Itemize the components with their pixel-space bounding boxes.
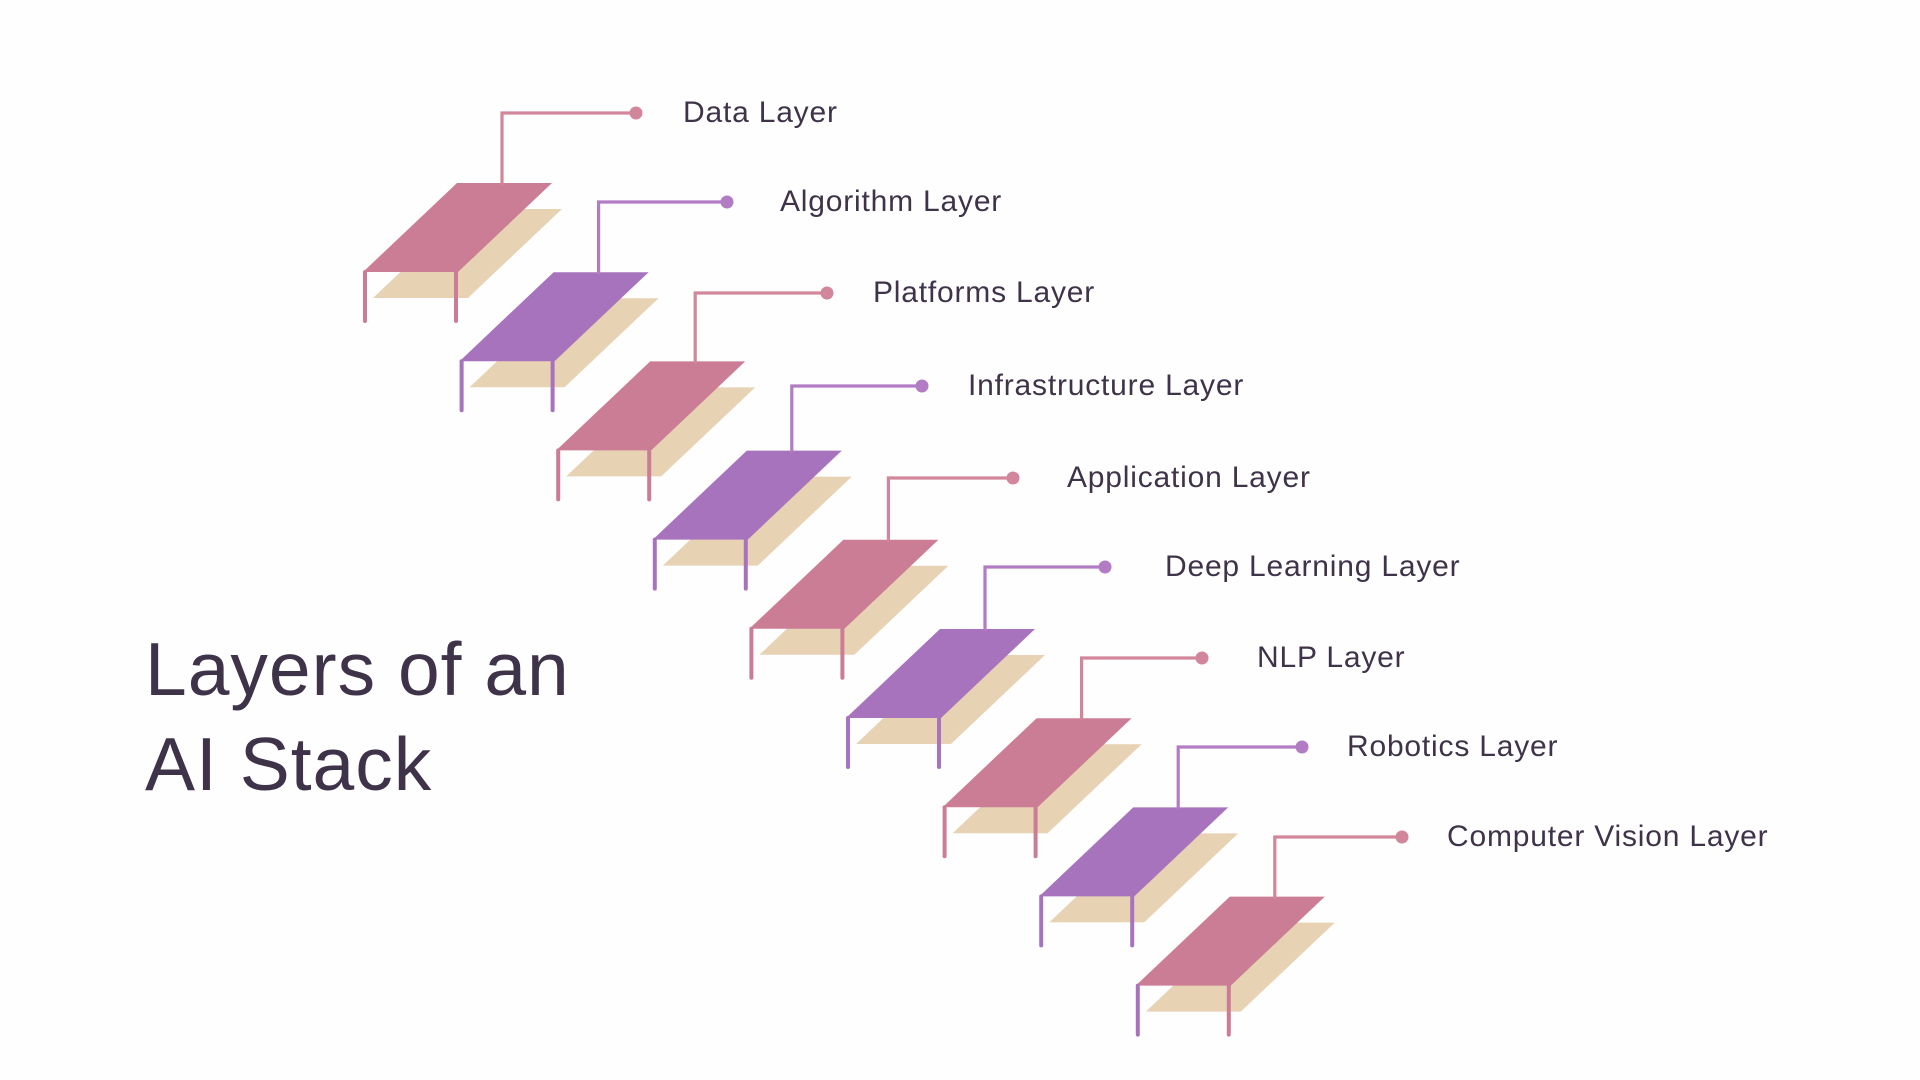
leader-line bbox=[1080, 656, 1202, 721]
step-nlp-layer bbox=[942, 651, 1209, 859]
leader-line bbox=[886, 476, 1013, 542]
leader-dot bbox=[1006, 471, 1020, 485]
layer-label-application-layer: Application Layer bbox=[1067, 461, 1311, 494]
step-top-surface bbox=[459, 272, 649, 362]
diagram-title-line2: AI Stack bbox=[145, 722, 433, 806]
step-platforms-layer bbox=[556, 286, 834, 502]
step-top-surface bbox=[942, 718, 1132, 808]
step-deep-learning-layer bbox=[846, 560, 1112, 769]
leader-dot bbox=[1195, 651, 1209, 665]
leader-dot bbox=[1295, 740, 1309, 754]
layer-label-nlp-layer: NLP Layer bbox=[1257, 641, 1406, 674]
diagram-title-line1: Layers of an bbox=[145, 627, 570, 711]
leader-line bbox=[983, 565, 1105, 631]
layer-label-algorithm-layer: Algorithm Layer bbox=[780, 185, 1003, 218]
step-infrastructure-layer bbox=[652, 379, 929, 591]
leader-dot bbox=[720, 195, 734, 209]
layer-label-platforms-layer: Platforms Layer bbox=[873, 276, 1096, 309]
leader-line bbox=[790, 384, 922, 453]
step-algorithm-layer bbox=[459, 195, 734, 413]
step-application-layer bbox=[749, 471, 1020, 680]
layer-label-infrastructure-layer: Infrastructure Layer bbox=[968, 369, 1245, 402]
leader-line bbox=[500, 111, 636, 185]
leader-line bbox=[693, 291, 827, 364]
layer-label-computer-vision-layer: Computer Vision Layer bbox=[1447, 820, 1769, 853]
leader-dot bbox=[1395, 830, 1409, 844]
leader-line bbox=[1176, 745, 1302, 810]
layer-label-data-layer: Data Layer bbox=[683, 96, 838, 129]
step-top-surface bbox=[363, 183, 552, 272]
layer-label-deep-learning-layer: Deep Learning Layer bbox=[1165, 550, 1461, 583]
leader-dot bbox=[915, 379, 929, 393]
leader-dot bbox=[820, 286, 834, 300]
leader-line bbox=[597, 200, 727, 275]
leader-line bbox=[1273, 835, 1402, 899]
step-top-surface bbox=[1135, 896, 1325, 986]
step-robotics-layer bbox=[1039, 740, 1309, 948]
step-top-surface bbox=[556, 361, 746, 451]
step-top-surface bbox=[652, 450, 842, 540]
leader-dot bbox=[1098, 560, 1112, 574]
step-top-surface bbox=[749, 539, 939, 629]
leader-dot bbox=[629, 106, 643, 120]
step-computer-vision-layer bbox=[1135, 830, 1409, 1037]
diagram-title: Layers of an AI Stack bbox=[145, 622, 570, 812]
layer-label-robotics-layer: Robotics Layer bbox=[1347, 730, 1559, 763]
step-top-surface bbox=[846, 629, 1035, 718]
step-data-layer bbox=[363, 106, 643, 323]
step-top-surface bbox=[1039, 807, 1229, 897]
